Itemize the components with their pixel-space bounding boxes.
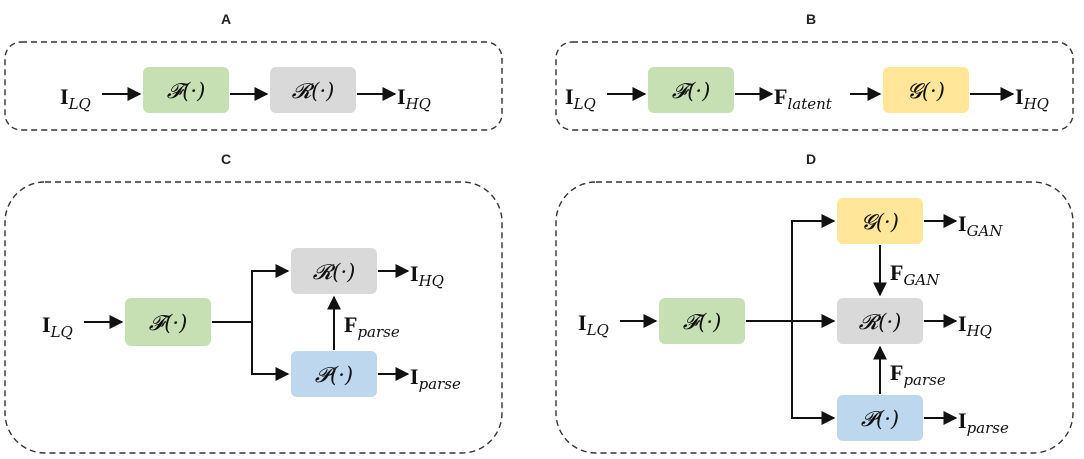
panel-d-box-g [837,198,923,244]
panel-d-box-r-label: 𝓡(·) [859,310,902,334]
panel-a-var-in: ILQ [60,84,91,113]
panel-d-frame [555,181,1074,454]
panel-c-frame [4,181,503,454]
panel-d-box-f [659,298,745,344]
panel-a: A ILQ 𝓕(·) 𝓡(·) IHQ [4,11,503,131]
panel-d-label: D [806,151,816,167]
panel-d-var-fparse: Fparse [890,360,946,389]
panel-b-box-g [883,67,969,113]
panel-d-box-f-label: 𝓕(·) [683,310,722,334]
panel-b-var-out: IHQ [1015,84,1049,113]
panel-d-box-r [837,298,923,344]
panel-b-box-f-label: 𝓕(·) [672,79,711,103]
panel-c-var-iparse: Iparse [410,364,461,393]
panel-c-box-f-label: 𝓕(·) [149,311,188,335]
panel-b-var-latent: Flatent [774,84,833,113]
panel-d-var-out: IHQ [958,311,992,340]
panel-c-edge-split-r [251,264,290,322]
panel-d-var-in: ILQ [578,310,609,339]
panel-a-box-r [270,67,356,113]
panel-c: C ILQ 𝓕(·) 𝓡(·) IHQ Fparse 𝓟(·) Iparse [4,151,503,454]
panel-a-box-f [143,67,229,113]
panel-d-edge-split-p [791,321,836,425]
panel-d-var-igan: IGAN [958,211,1003,240]
panel-d-box-p [837,395,923,441]
panel-d-var-fgan: FGAN [890,260,940,289]
panel-d-box-g-label: 𝓖(·) [861,210,899,234]
panel-c-box-r-label: 𝓡(·) [313,260,356,284]
panel-c-var-out: IHQ [410,261,444,290]
panel-c-edge-split-p [251,322,290,381]
panel-a-box-r-label: 𝓡(·) [292,79,335,103]
panel-c-var-in: ILQ [42,312,73,341]
panel-b-box-f [648,67,734,113]
panel-d: D ILQ 𝓕(·) 𝓖(·) IGAN FGAN 𝓡(·) IHQ Fpars… [555,151,1074,454]
panel-c-label: C [221,151,231,167]
panel-c-box-r [291,248,377,294]
panel-c-box-f [125,298,211,346]
panel-c-box-p-label: 𝓟(·) [315,363,353,387]
panel-b-label: B [806,11,816,27]
panel-d-edge-split-g [791,214,836,321]
panel-a-frame [4,41,503,131]
panel-c-var-fparse: Fparse [344,312,400,341]
panel-d-box-p-label: 𝓟(·) [861,407,899,431]
panel-b-var-in: ILQ [565,84,596,113]
panel-a-var-out: IHQ [397,84,431,113]
panel-b-frame [555,41,1074,131]
panel-c-box-p [291,351,377,397]
panel-a-box-f-label: 𝓕(·) [167,79,206,103]
panel-b: B ILQ 𝓕(·) Flatent 𝓖(·) IHQ [555,11,1074,131]
panel-b-box-g-label: 𝓖(·) [907,79,945,103]
panel-a-label: A [221,11,231,27]
panel-d-var-iparse: Iparse [958,408,1009,437]
